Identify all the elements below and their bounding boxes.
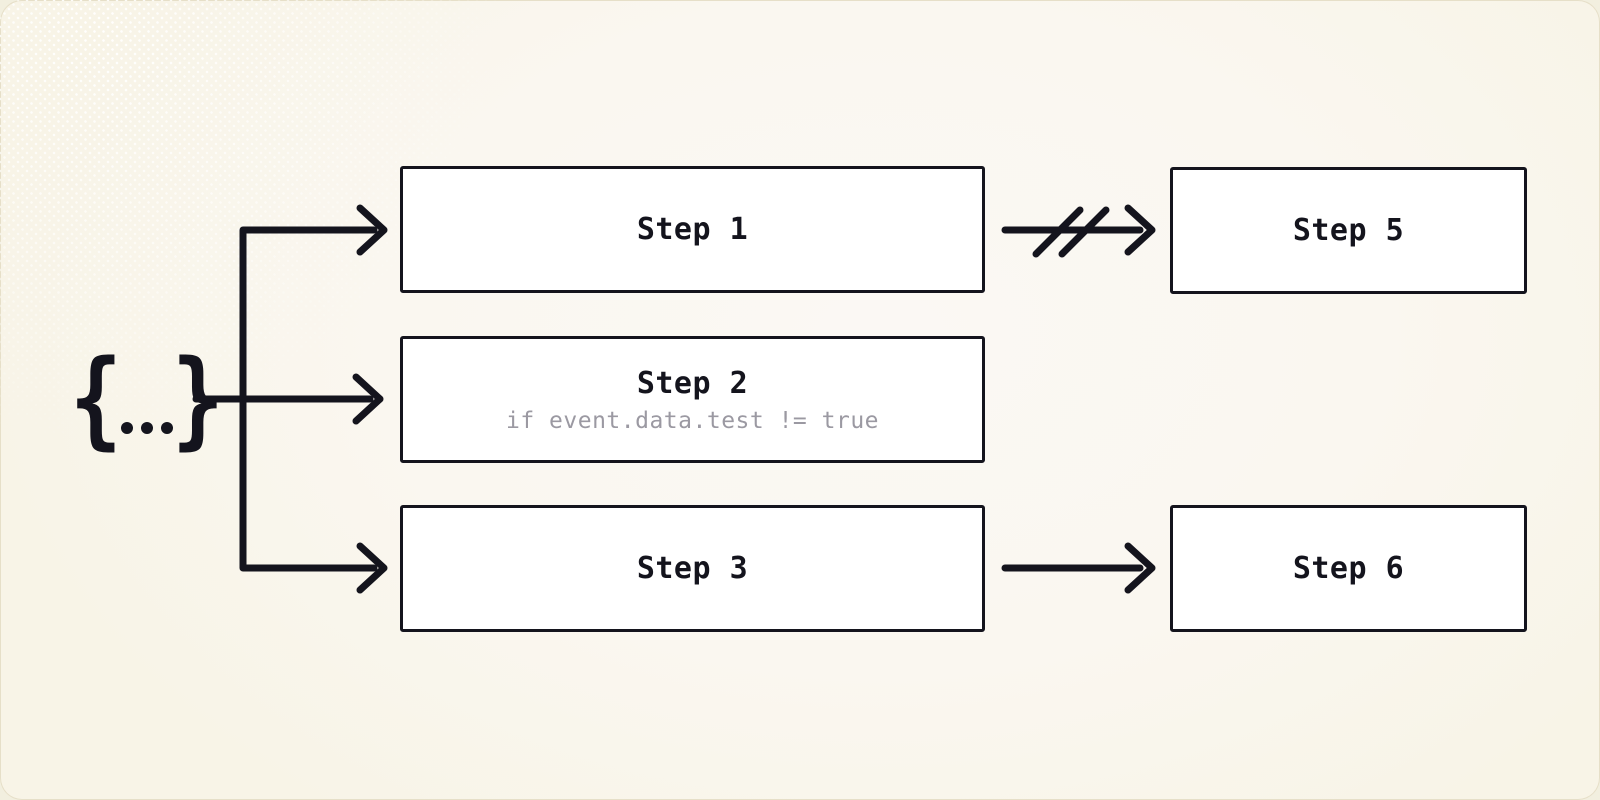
- trigger-node[interactable]: { }: [64, 337, 230, 460]
- trigger-brace-left: {: [69, 337, 123, 460]
- workflow-step-1[interactable]: Step 1: [400, 166, 985, 293]
- arrowhead-step3: [356, 542, 388, 594]
- arrowhead-step1: [356, 204, 388, 256]
- arrowhead-step2: [352, 373, 384, 425]
- arrow-break-slash-2: [1058, 206, 1110, 258]
- step-label: Step 6: [1292, 551, 1405, 586]
- workflow-step-3[interactable]: Step 3: [400, 505, 985, 632]
- workflow-step-5[interactable]: Step 5: [1170, 167, 1527, 294]
- arrow-break-slash-1: [1032, 206, 1084, 258]
- step-condition: if event.data.test != true: [505, 407, 880, 434]
- workflow-step-2[interactable]: Step 2 if event.data.test != true: [400, 336, 985, 463]
- step-label: Step 5: [1292, 213, 1405, 248]
- trigger-dots-icon: [120, 422, 173, 434]
- step-label: Step 1: [636, 212, 749, 247]
- trigger-brace-right: }: [171, 337, 224, 460]
- step-label: Step 2: [636, 365, 749, 401]
- workflow-step-6[interactable]: Step 6: [1170, 505, 1527, 632]
- step-label: Step 3: [636, 551, 749, 586]
- arrowhead-step5: [1124, 204, 1156, 256]
- arrowhead-step6: [1124, 542, 1156, 594]
